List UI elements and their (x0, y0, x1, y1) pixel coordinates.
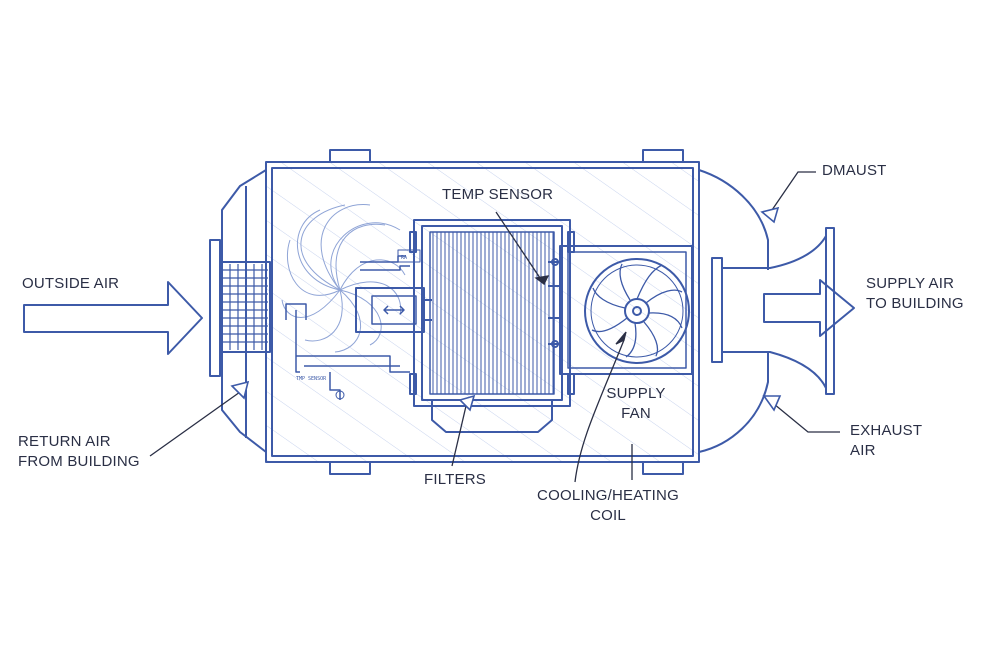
cooling-heating-coil-label: COOLING/HEATING COIL (528, 486, 688, 526)
coil-assembly (409, 219, 575, 433)
outlet-duct (698, 169, 835, 453)
dmaust-leader (771, 171, 816, 211)
cooling-heating-label-line1: COOLING/HEATING (537, 487, 679, 504)
mixing-swirl (281, 204, 406, 353)
outside-air-louver (209, 239, 271, 377)
return-air-leader (149, 391, 241, 457)
supply-air-label: SUPPLY AIR TO BUILDING (866, 274, 964, 314)
supply-fan-label-line2: FAN (621, 405, 651, 422)
return-air-label: RETURN AIR FROM BUILDING (18, 432, 140, 472)
dmaust-arrowhead (760, 206, 780, 224)
temp-sensor-label: TEMP SENSOR (442, 186, 554, 203)
supply-fan (584, 258, 690, 364)
coil-leader (574, 339, 625, 483)
return-air-label-line1: RETURN AIR (18, 433, 111, 450)
exhaust-air-label: EXHAUST AIR (850, 421, 922, 461)
supply-fan-label: SUPPLY FAN (596, 384, 676, 424)
control-piping (285, 249, 421, 400)
coil-arrowhead (615, 331, 627, 345)
temp-sensor-leader (495, 211, 545, 285)
return-air-label-line2: FROM BUILDING (18, 453, 140, 470)
filters-leader (451, 405, 467, 467)
filters-arrowhead (458, 394, 476, 412)
outside-air-arrow (23, 281, 203, 355)
supply-air-arrow (763, 279, 855, 337)
exhaust-air-label-line1: EXHAUST (850, 422, 923, 439)
supply-fan-label-line1: SUPPLY (606, 385, 666, 402)
supply-air-label-line2: TO BUILDING (866, 295, 964, 312)
fan-housing (548, 245, 693, 375)
intake-hood (221, 169, 267, 453)
temp-sensor-arrowhead (534, 275, 550, 285)
damper-tag: RA (401, 255, 407, 261)
dmaust-label: DMAUST (822, 162, 887, 179)
outside-air-label: OUTSIDE AIR (22, 275, 120, 292)
exhaust-air-label-line2: AIR (850, 442, 876, 459)
supply-air-label-line1: SUPPLY AIR (866, 275, 955, 292)
sensor-tag: TMP SENSOR (296, 376, 327, 382)
filters-label: FILTERS (424, 471, 486, 488)
return-air-arrowhead (230, 380, 250, 400)
cooling-heating-label-line2: COIL (590, 507, 626, 524)
exhaust-air-arrowhead (762, 395, 782, 412)
exhaust-air-leader (773, 403, 840, 433)
